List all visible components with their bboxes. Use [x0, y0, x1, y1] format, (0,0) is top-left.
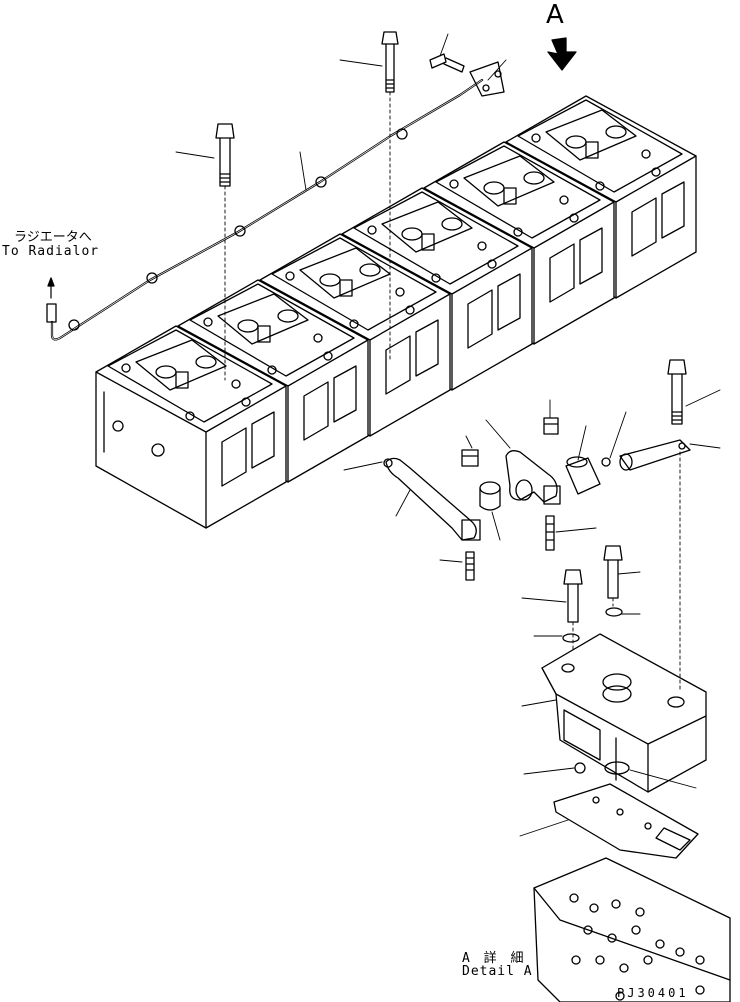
radiator-callout-english: To Radialor [2, 244, 100, 259]
tube-bracket [469, 61, 505, 97]
figure-code: PJ30401 [617, 986, 689, 1000]
view-label: A [546, 0, 564, 30]
shaft-bolt-top [667, 359, 687, 425]
detail-callout-japanese: A 詳 細 [462, 951, 527, 966]
housing-bolt-2 [603, 545, 623, 607]
o-ring [604, 761, 630, 775]
tube-fitting [234, 225, 246, 237]
detail-a-head [533, 857, 731, 1002]
rocker-arm-right [505, 450, 561, 551]
washer [605, 607, 623, 617]
rocker-housing [541, 633, 707, 793]
radiator-tube [46, 53, 505, 341]
rocker-shaft-bushing [479, 481, 501, 511]
cylinder-head-row [95, 95, 697, 529]
cylinder-head [95, 325, 287, 529]
detail-a-holes [569, 893, 705, 1001]
plug [574, 762, 586, 774]
tube-fitting [315, 176, 327, 188]
rocker-shaft [619, 439, 691, 691]
view-direction-arrow [547, 37, 577, 71]
washer [562, 633, 580, 643]
gasket [553, 783, 699, 859]
rocker-arm-left [383, 457, 481, 581]
tube-fitting [396, 128, 408, 140]
small-ball-plug [601, 457, 611, 467]
detail-callout-english: Detail A [462, 964, 533, 979]
tube-fitting [68, 319, 80, 331]
head-bolt-long-1 [381, 31, 399, 361]
head-bolt-long-2 [215, 123, 235, 381]
bracket-bolt [429, 53, 465, 73]
rocker-nut-left [461, 449, 479, 467]
leader-lines [175, 33, 721, 837]
radiator-callout-japanese: ラジエータへ [14, 230, 92, 245]
rocker-nut-right [543, 417, 559, 435]
rocker-shaft-sleeve [565, 456, 601, 495]
housing-bolt-1 [563, 569, 583, 651]
tube-end-fitting [46, 303, 57, 323]
tube-fitting [146, 272, 158, 284]
